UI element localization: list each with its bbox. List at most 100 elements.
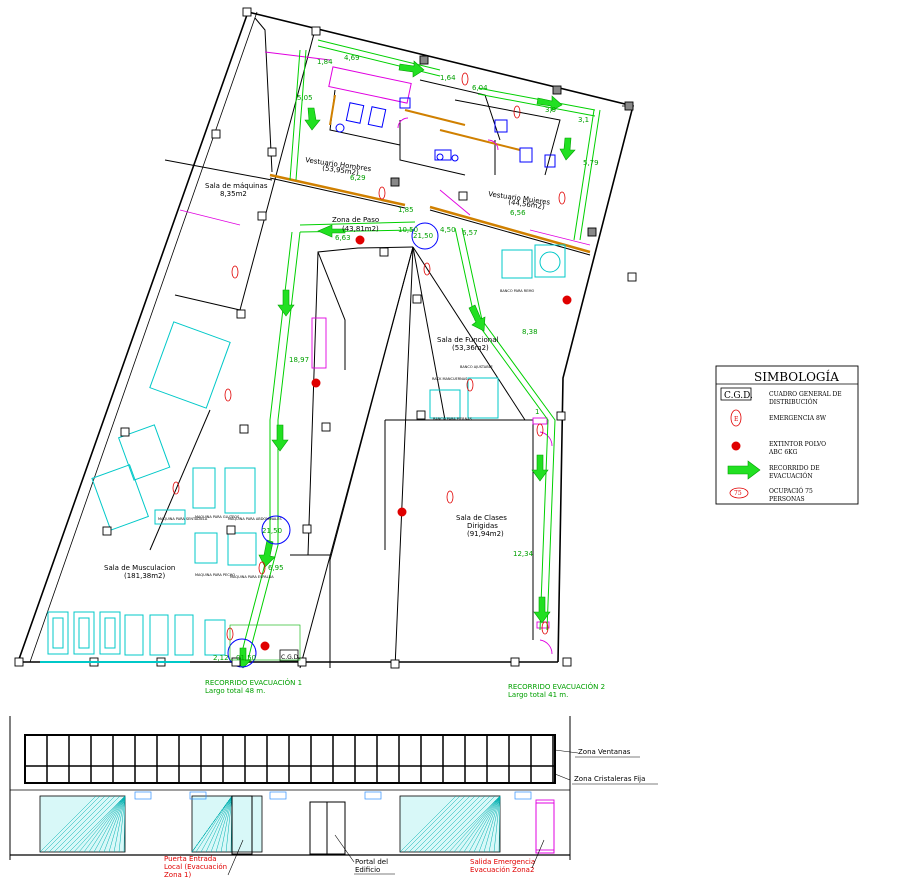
dimension-labels: 4,69 1,84 5,05 1,64 6,04 3,9 3,1 5,79 6,… — [213, 54, 599, 662]
glass-hatch — [191, 795, 233, 853]
dim-label: 21,50 — [262, 527, 282, 535]
dim-label: 18,97 — [289, 356, 309, 364]
glass-hatch — [118, 795, 126, 853]
glass-hatch — [453, 795, 501, 853]
legend-item-text: DISTRIBUCIÓN — [769, 398, 818, 406]
equipment-label: MAQUINA PARA PECHO — [195, 573, 235, 577]
legend-item-text: EMERGENCIA 8W — [769, 415, 827, 422]
room-area-sala-funcional: (53,36m2) — [452, 344, 489, 352]
sanitary-fixtures — [335, 97, 556, 168]
glass-hatch — [215, 795, 233, 853]
legend-title: SIMBOLOGÍA — [754, 369, 839, 384]
glass-hatch — [48, 795, 106, 853]
glass-hatch — [200, 795, 233, 853]
route-captions: RECORRIDO EVACUACIÓN 1 Largo total 48 m.… — [205, 678, 605, 699]
dim-label: 6,29 — [350, 174, 366, 182]
glass-hatch — [428, 795, 486, 853]
dim-label: 3,1 — [578, 116, 589, 124]
facade-elevation: Zona Ventanas Zona Cristaleras Fija Puer… — [9, 716, 658, 879]
glass-hatch — [483, 795, 501, 853]
dim-label: 6,56 — [510, 209, 526, 217]
glass-hatch — [123, 795, 126, 853]
legend-item-text: EXTINTOR POLVO — [769, 441, 826, 448]
fire-extinguishers — [260, 235, 572, 651]
evacuation-routes — [239, 39, 601, 661]
zona-cristaleras-label: Zona Cristaleras Fija — [574, 775, 645, 783]
room-area-sala-clases: (91,94m2) — [467, 530, 504, 538]
dim-label: 1,64 — [440, 74, 456, 82]
route2-length: Largo total 41 m. — [508, 691, 568, 699]
dim-label: 12,34 — [513, 550, 534, 558]
legend-item-text: EVACUACIÓN — [769, 472, 813, 480]
cgd-label: C.G.D. — [281, 654, 300, 661]
dim-label: 4,69 — [344, 54, 360, 62]
room-name-sala-funcional: Sala de Funcional — [437, 336, 498, 344]
emergency-light-icon — [730, 409, 742, 427]
glass-hatch — [478, 795, 501, 853]
salida-emergencia-label: Evacuación Zona2 — [470, 866, 534, 874]
dim-label: 1 — [535, 408, 539, 416]
glass-hatch — [68, 795, 126, 853]
glass-hatch — [438, 795, 496, 853]
doors — [179, 51, 591, 851]
equipment-label: MAQUINA PARA SENTADILLA — [158, 517, 208, 521]
portal-label: Edificio — [355, 866, 380, 874]
equipment-label: MAQUINA PARA GLUTEOS — [195, 515, 240, 519]
glass-hatch — [210, 795, 233, 853]
legend: SIMBOLOGÍA C.G.D. CUADRO GENERAL DE DIST… — [715, 365, 859, 505]
glass-hatch — [73, 795, 126, 853]
room-name-sala-musculacion: Sala de Musculacion — [104, 564, 175, 572]
room-name-sala-clases: Sala de Clases — [456, 514, 507, 522]
evacuation-arrows — [234, 60, 576, 669]
glass-hatch — [205, 795, 233, 853]
legend-item-text: ABC 6KG — [768, 449, 798, 456]
glass-hatch — [403, 795, 461, 853]
glass-hatch — [413, 795, 471, 853]
equipment-labels: MAQUINA PARA GLUTEOS MAQUINA PARA ABDOMI… — [158, 289, 534, 579]
dim-label: 6,63 — [335, 234, 351, 242]
glass-hatch — [463, 795, 501, 853]
dim-label: 1,85 — [398, 206, 414, 214]
dim-label: 10,50 — [398, 226, 418, 234]
dim-label: 8,38 — [522, 328, 538, 336]
zona-ventanas-label: Zona Ventanas — [578, 748, 631, 756]
glass-hatch — [93, 795, 126, 853]
equipment-label: BANCO PARA PIERNAS — [433, 417, 473, 421]
legend-item-text: OCUPACIÓ 75 — [769, 487, 813, 495]
glass-hatch — [458, 795, 501, 853]
legend-item-text: RECORRIDO DE — [769, 465, 820, 472]
dim-label: 1,84 — [317, 58, 333, 66]
equipment-label: BANCO AJUSTABLE — [460, 365, 493, 369]
glass-hatch — [399, 795, 457, 853]
door-swings — [227, 222, 439, 668]
glass-hatch — [418, 795, 476, 853]
route1-title: RECORRIDO EVACUACIÓN 1 — [205, 678, 302, 687]
glass-hatch — [443, 795, 501, 853]
legend-item-text: CUADRO GENERAL DE — [769, 391, 842, 398]
glass-hatch — [78, 795, 126, 853]
glass-hatch — [113, 795, 126, 853]
glass-hatch — [473, 795, 501, 853]
glass-hatch — [43, 795, 101, 853]
equipment-label: MAQUINA PARA ESPALDA — [230, 575, 274, 579]
dim-label: 4,50 — [440, 226, 456, 234]
room-area-sala-maquinas: 8,35m2 — [220, 190, 247, 198]
route2-title: RECORRIDO EVACUACIÓN 2 — [508, 682, 605, 691]
dim-label: 5,05 — [297, 94, 313, 102]
extinguisher-icon — [731, 441, 741, 451]
glass-hatch — [433, 795, 491, 853]
equipment-label: RACK MANCUERNAS — [432, 377, 468, 381]
room-name-zona-paso: Zona de Paso — [332, 216, 379, 224]
glass-hatch — [220, 795, 233, 853]
dim-label: 6,57 — [462, 229, 478, 237]
dim-label: 6,95 — [268, 564, 284, 572]
room-area-zona-paso: (43,81m2) — [342, 225, 379, 233]
glass-hatch — [39, 795, 97, 853]
glass-hatch — [493, 795, 501, 853]
glass-hatch — [88, 795, 126, 853]
glass-hatch — [498, 795, 501, 853]
glass-hatch — [423, 795, 481, 853]
equipment-label: MAQUINA PARA ABDOMINALES — [228, 517, 282, 521]
glass-hatch — [468, 795, 501, 853]
